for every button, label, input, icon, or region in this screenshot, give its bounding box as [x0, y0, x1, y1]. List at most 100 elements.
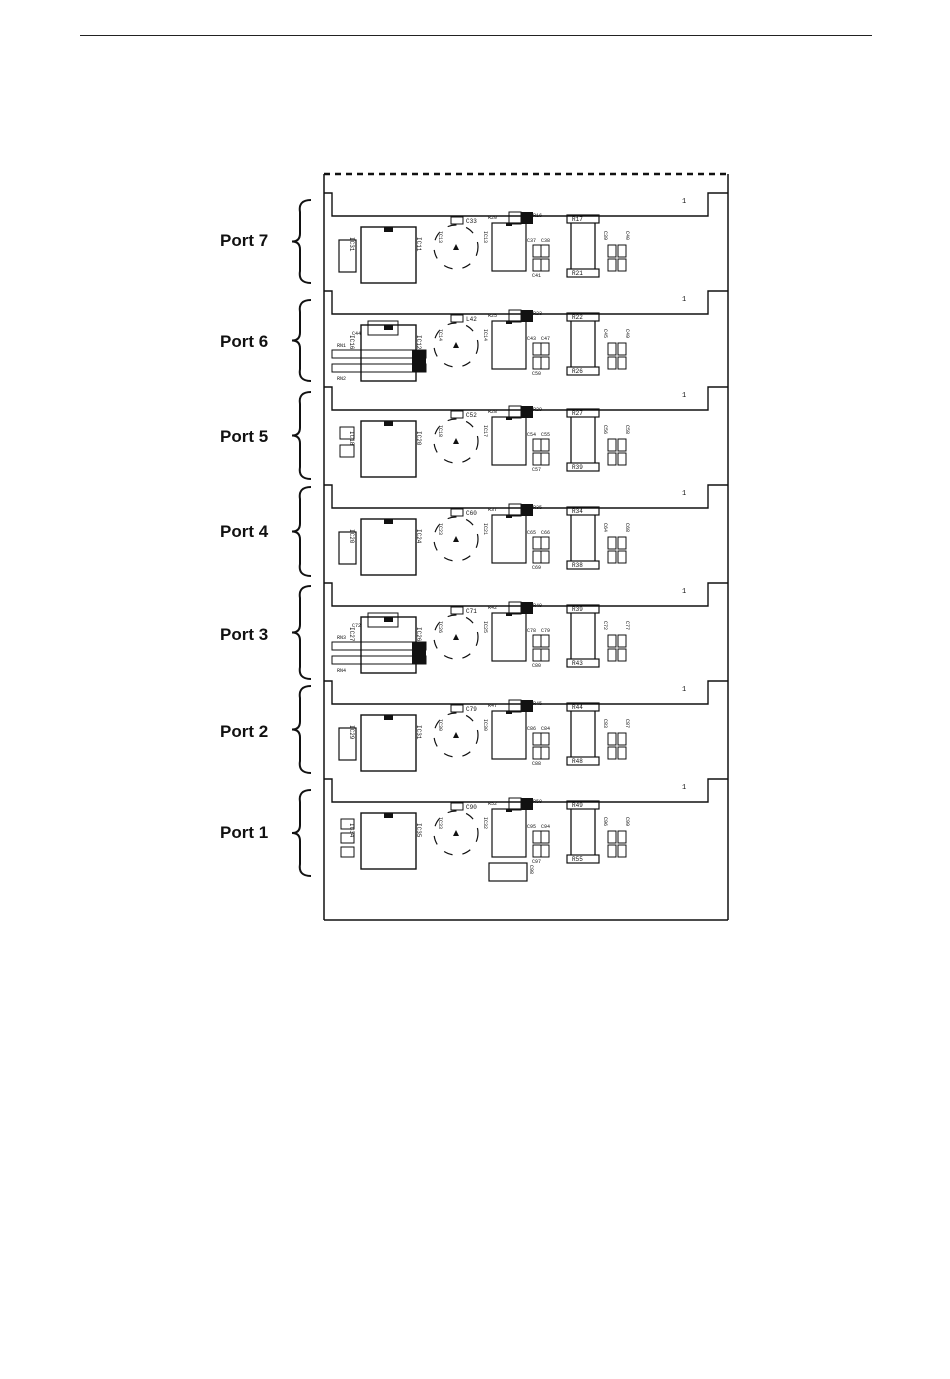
- electrolytic-capacitor: [338, 727, 357, 761]
- edge-connector: [324, 386, 728, 411]
- cap-r-label: C49: [624, 329, 630, 338]
- cap-r-label: C39: [602, 231, 608, 240]
- resistor-filled: [521, 504, 533, 516]
- cap-r-label: C87: [624, 719, 630, 728]
- socket-outline: [433, 516, 479, 562]
- r-top-label: R22: [572, 314, 583, 321]
- capacitor-box: [367, 612, 399, 628]
- c-b-label: C94: [541, 824, 550, 830]
- capacitor: [540, 356, 550, 370]
- c-side-label: C97: [532, 859, 541, 865]
- capacitor: [607, 634, 617, 648]
- ic3-label: IC26: [437, 621, 443, 633]
- capacitor: [607, 648, 617, 662]
- cap-top-label: L42: [466, 316, 477, 323]
- resistor: [508, 405, 522, 419]
- cap-r-label: C45: [602, 329, 608, 338]
- socket-outline: [433, 810, 479, 856]
- edge-connector: [324, 484, 728, 509]
- r-b-label: R35: [533, 505, 542, 511]
- resistor-network: [331, 655, 427, 665]
- r-a-label: R47: [488, 703, 497, 709]
- capacitor: [540, 634, 550, 648]
- r-b-label: R40: [533, 603, 542, 609]
- c-side-label: C88: [532, 761, 541, 767]
- ic2-label: IC20: [415, 431, 422, 446]
- network-cap: [412, 350, 426, 372]
- capacitor: [540, 830, 550, 844]
- ic3-label: IC14: [437, 329, 443, 341]
- c-side-label: C80: [532, 663, 541, 669]
- cap-r-label: C68: [624, 523, 630, 532]
- capacitor: [540, 342, 550, 356]
- resistor-filled: [521, 212, 533, 224]
- c-side-label: C57: [532, 467, 541, 473]
- ic-notch: [384, 715, 393, 720]
- ic1-label: IC34: [348, 823, 355, 838]
- resistor: [508, 503, 522, 517]
- c-box-label: C72: [352, 623, 361, 629]
- ic-side-label: IC21: [482, 523, 488, 535]
- capacitor: [532, 452, 542, 466]
- cap-top: [450, 410, 464, 419]
- resistor: [508, 211, 522, 225]
- ic-medium: [491, 416, 527, 466]
- ic-notch: [384, 813, 393, 818]
- rn-top-label: RN1: [337, 343, 346, 349]
- capacitor: [607, 244, 617, 258]
- ic1-label: IC16: [348, 335, 355, 350]
- cap-top-label: C33: [466, 218, 477, 225]
- ic-notch: [384, 227, 393, 232]
- resistor-top: [566, 604, 600, 614]
- socket-outline: [433, 224, 479, 270]
- ic-large: [360, 226, 417, 284]
- capacitor: [532, 732, 542, 746]
- ic-side-label: IC13: [482, 231, 488, 243]
- brace-port-4: [291, 486, 312, 577]
- edge-pin-label: 1: [682, 490, 686, 498]
- pin1-marker: [453, 732, 459, 738]
- resistor-top: [566, 800, 600, 810]
- resistor-top: [566, 408, 600, 418]
- edge-pin-label: 1: [682, 392, 686, 400]
- small-resistor: [340, 846, 355, 858]
- cap-top: [450, 704, 464, 713]
- capacitor: [532, 342, 542, 356]
- c-b-label: C55: [541, 432, 550, 438]
- capacitor: [540, 244, 550, 258]
- c-side-label: C69: [532, 565, 541, 571]
- cap-top: [450, 508, 464, 517]
- r-a-label: R20: [488, 215, 497, 221]
- capacitor: [532, 438, 542, 452]
- edge-connector: [324, 290, 728, 315]
- capacitor: [540, 258, 550, 272]
- r-bot-label: R55: [572, 856, 583, 863]
- c-a-label: C78: [527, 628, 536, 634]
- port-7-label: Port 7: [220, 231, 269, 250]
- resistor: [508, 699, 522, 713]
- small-capacitor: [339, 444, 355, 458]
- r-bot-label: R39: [572, 464, 583, 471]
- rn-top-label: RN3: [337, 635, 346, 641]
- r-b-label: R50: [533, 799, 542, 805]
- capacitor: [617, 438, 627, 452]
- edge-pin-label: 1: [682, 588, 686, 596]
- ic-medium: [491, 514, 527, 564]
- cap-top-label: C71: [466, 608, 477, 615]
- ic-side-label: IC14: [482, 329, 488, 341]
- ic3-label: IC13: [437, 231, 443, 243]
- socket-outline: [433, 418, 479, 464]
- ic1-label: IC27: [348, 627, 355, 642]
- c-a-label: C86: [527, 726, 536, 732]
- resistor-network: [331, 349, 427, 359]
- resistor-network: [331, 363, 427, 373]
- resistor-filled: [521, 310, 533, 322]
- ic-medium: [491, 808, 527, 858]
- ic-side-label: IC25: [482, 621, 488, 633]
- cap-top: [450, 216, 464, 225]
